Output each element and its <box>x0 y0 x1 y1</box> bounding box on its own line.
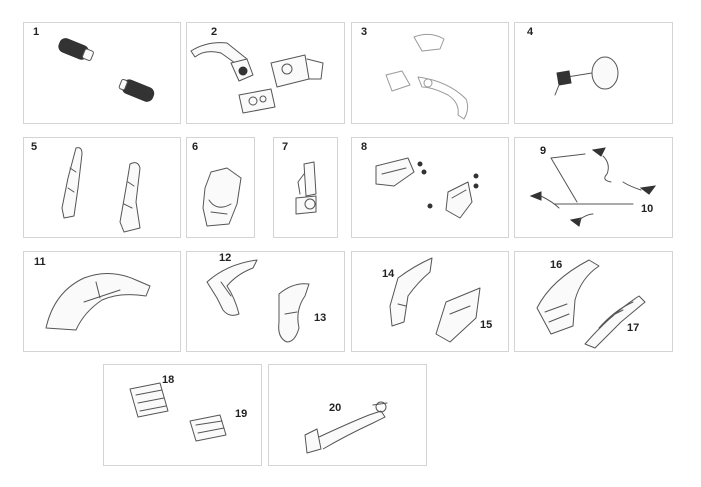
part-panel-1[interactable]: 1 <box>23 22 181 124</box>
brake-clutch-assembly-illustration <box>190 42 324 114</box>
part-number: 10 <box>641 203 654 215</box>
part-panel-5[interactable]: 5 <box>23 137 181 238</box>
part-number: 5 <box>31 141 38 153</box>
part-number: 17 <box>627 322 640 334</box>
part-panel-4[interactable]: 4 <box>514 22 673 124</box>
part-number: 8 <box>361 141 368 153</box>
part-panel-9-10[interactable]: 9 10 <box>514 137 673 238</box>
part-number: 7 <box>282 141 289 153</box>
part-panel-8[interactable]: 8 <box>351 137 509 238</box>
part-number: 13 <box>314 312 327 324</box>
part-number: 11 <box>34 256 46 268</box>
part-number: 12 <box>219 252 232 264</box>
part-panel-11[interactable]: 11 <box>23 251 181 352</box>
part-panel-18-19[interactable]: 18 19 <box>103 364 262 466</box>
part-number: 6 <box>192 141 199 153</box>
brake-pedal-illustration <box>304 401 388 454</box>
lever-set-illustration <box>385 33 469 120</box>
fork-guards-illustration <box>61 147 141 233</box>
hand-guards-illustration <box>375 157 479 219</box>
part-number: 20 <box>329 402 342 414</box>
turn-signals-illustration <box>529 147 657 227</box>
part-number: 14 <box>382 268 395 280</box>
part-panel-16-17[interactable]: 16 17 <box>514 251 673 352</box>
handlebar-grips-illustration <box>58 38 155 102</box>
part-panel-7[interactable]: 7 <box>273 137 338 238</box>
mirror-illustration <box>554 56 619 96</box>
footpegs-illustration <box>129 382 227 442</box>
part-panel-20[interactable]: 20 <box>268 364 427 466</box>
part-number: 18 <box>162 374 175 386</box>
headlight-mask-illustration <box>202 167 242 227</box>
rear-fender-illustration <box>536 259 646 349</box>
radiator-shrouds-illustration <box>206 259 310 343</box>
part-number: 4 <box>527 26 534 38</box>
part-panel-6[interactable]: 6 <box>186 137 255 238</box>
part-number: 15 <box>480 319 493 331</box>
part-number: 3 <box>361 26 368 38</box>
part-number: 19 <box>235 408 248 420</box>
part-panel-14-15[interactable]: 14 15 <box>351 251 509 352</box>
bracket-illustration <box>295 161 317 215</box>
part-number: 9 <box>540 145 547 157</box>
part-panel-12-13[interactable]: 12 13 <box>186 251 345 352</box>
side-panels-illustration <box>389 257 481 343</box>
front-fender-illustration <box>45 273 151 331</box>
part-number: 2 <box>211 26 218 38</box>
part-panel-3[interactable]: 3 <box>351 22 509 124</box>
part-panel-2[interactable]: 2 <box>186 22 345 124</box>
part-number: 1 <box>33 26 40 38</box>
part-number: 16 <box>550 259 563 271</box>
